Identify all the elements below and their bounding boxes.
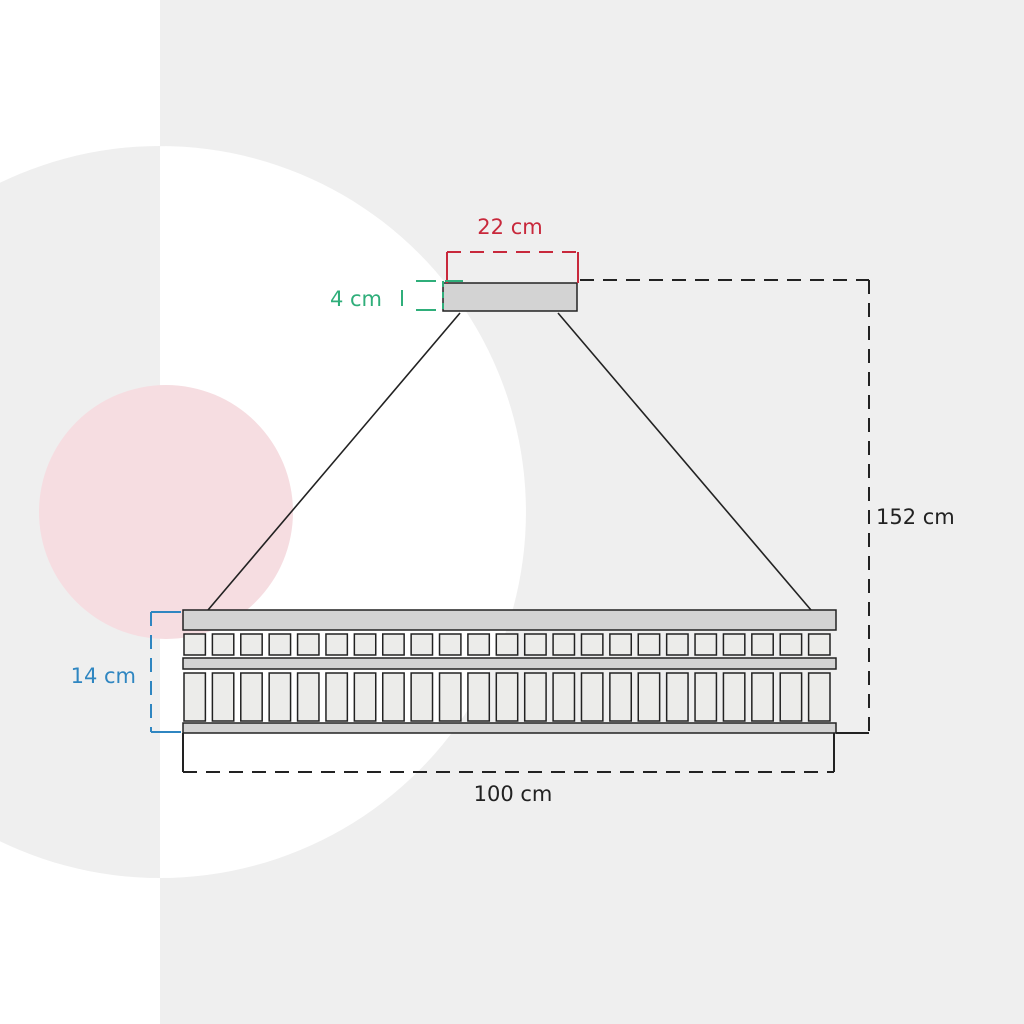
body-width-dimension xyxy=(182,733,835,773)
lower-crystal xyxy=(381,672,405,722)
lower-crystal xyxy=(438,672,462,722)
lower-crystal xyxy=(268,672,292,722)
upper-crystal xyxy=(523,633,547,656)
lower-crystal xyxy=(552,672,576,722)
upper-crystal xyxy=(580,633,604,656)
upper-crystal xyxy=(211,633,235,656)
upper-crystal xyxy=(183,633,207,656)
canopy-width-dimension xyxy=(446,251,579,283)
total-height-label: 152 cm xyxy=(876,505,955,529)
body-width-label: 100 cm xyxy=(474,782,553,806)
suspension-wires xyxy=(207,312,812,611)
upper-crystal xyxy=(722,633,746,656)
upper-crystal-row xyxy=(183,633,831,656)
lower-crystal xyxy=(211,672,235,722)
upper-crystal xyxy=(467,633,491,656)
lower-crystal xyxy=(609,672,633,722)
suspension-wire-left xyxy=(207,312,461,611)
suspension-wire-right xyxy=(557,312,812,611)
upper-crystal xyxy=(325,633,349,656)
canopy-height-dimension xyxy=(401,280,463,311)
upper-crystal xyxy=(552,633,576,656)
dimension-labels: 22 cm 4 cm 152 cm 14 cm 100 cm xyxy=(71,215,955,806)
lower-crystal xyxy=(523,672,547,722)
bottom-ring-band xyxy=(182,722,837,734)
dimension-lines xyxy=(150,251,870,773)
upper-crystal xyxy=(410,633,434,656)
total-height-dimension xyxy=(580,279,870,734)
upper-crystal xyxy=(694,633,718,656)
canopy-width-label: 22 cm xyxy=(477,215,542,239)
middle-ring-band xyxy=(182,657,837,670)
lower-crystal xyxy=(580,672,604,722)
chandelier-body xyxy=(182,609,837,734)
upper-crystal xyxy=(637,633,661,656)
top-ring-band xyxy=(182,609,837,631)
upper-crystal xyxy=(665,633,689,656)
lower-crystal xyxy=(722,672,746,722)
lower-crystal xyxy=(779,672,803,722)
lower-crystal xyxy=(467,672,491,722)
lower-crystal xyxy=(296,672,320,722)
lower-crystal xyxy=(694,672,718,722)
lower-crystal xyxy=(183,672,207,722)
lower-crystal xyxy=(325,672,349,722)
upper-crystal xyxy=(240,633,263,656)
upper-crystal xyxy=(779,633,803,656)
upper-crystal xyxy=(268,633,292,656)
body-height-dimension xyxy=(150,611,181,733)
lower-crystal xyxy=(751,672,774,722)
lower-crystal xyxy=(353,672,377,722)
lower-crystal xyxy=(240,672,263,722)
lower-crystal xyxy=(410,672,434,722)
upper-crystal xyxy=(807,633,831,656)
lower-crystal xyxy=(637,672,661,722)
upper-crystal xyxy=(609,633,633,656)
canopy-plate xyxy=(442,282,578,312)
lower-crystal xyxy=(495,672,519,722)
accent-circle xyxy=(39,385,293,639)
upper-crystal xyxy=(296,633,320,656)
lower-crystal xyxy=(807,672,831,722)
upper-crystal xyxy=(495,633,519,656)
lower-crystal xyxy=(665,672,689,722)
body-height-label: 14 cm xyxy=(71,664,136,688)
canopy-height-label: 4 cm xyxy=(330,287,382,311)
lower-crystal-row xyxy=(183,672,831,722)
upper-crystal xyxy=(751,633,774,656)
upper-crystal xyxy=(353,633,377,656)
upper-crystal xyxy=(381,633,405,656)
upper-crystal xyxy=(438,633,462,656)
canopy xyxy=(442,282,578,312)
